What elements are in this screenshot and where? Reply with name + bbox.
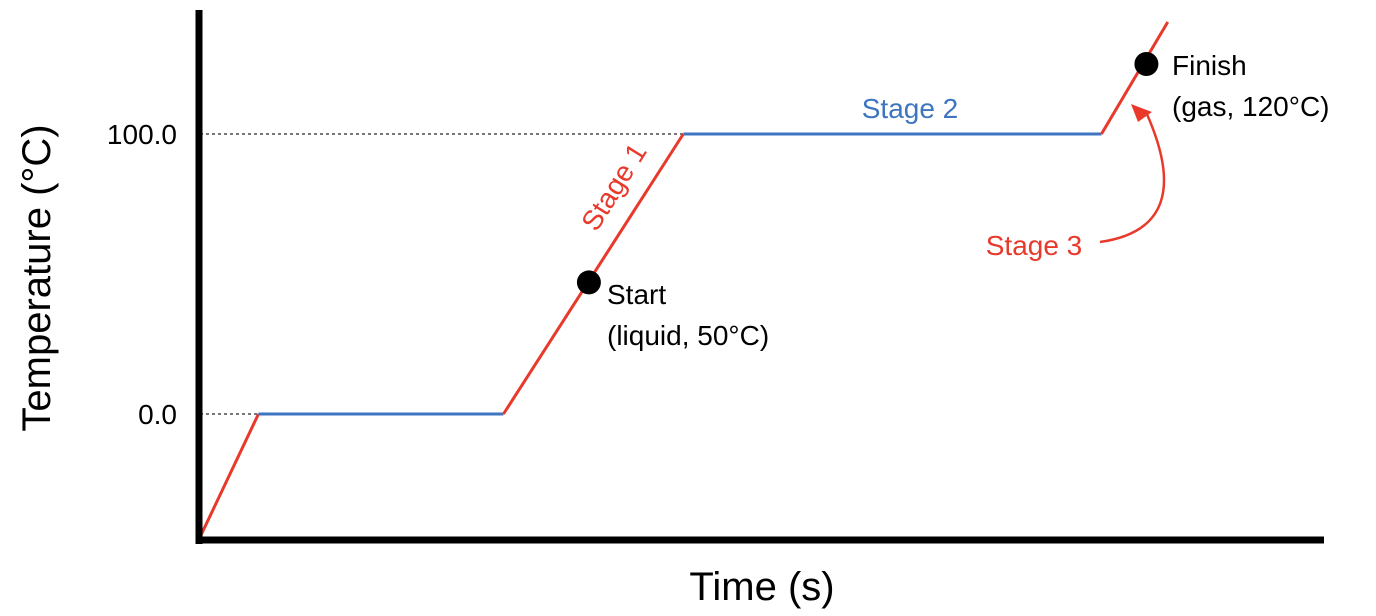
stage-2-label: Stage 2 (862, 93, 959, 124)
segment-1-heating (198, 413, 260, 538)
stage-3-label: Stage 3 (986, 230, 1083, 261)
finish-sublabel: (gas, 120°C) (1172, 91, 1330, 122)
finish-point-marker (1134, 52, 1159, 76)
start-sublabel: (liquid, 50°C) (607, 320, 769, 351)
x-axis-title: Time (s) (689, 565, 834, 609)
y-tick-label-0: 0.0 (138, 399, 177, 430)
data-segments (198, 21, 1170, 538)
start-label: Start (607, 279, 666, 310)
stage-3-arrowhead (1131, 104, 1152, 122)
segment-5-heating (1100, 21, 1170, 135)
y-axis-title: Temperature (°C) (15, 124, 59, 431)
stage-1-label: Stage 1 (575, 138, 652, 236)
start-point-marker (576, 270, 601, 295)
y-tick-label-100: 100.0 (107, 119, 177, 150)
finish-label: Finish (1172, 50, 1247, 81)
stage-3-arrow (1099, 111, 1166, 244)
